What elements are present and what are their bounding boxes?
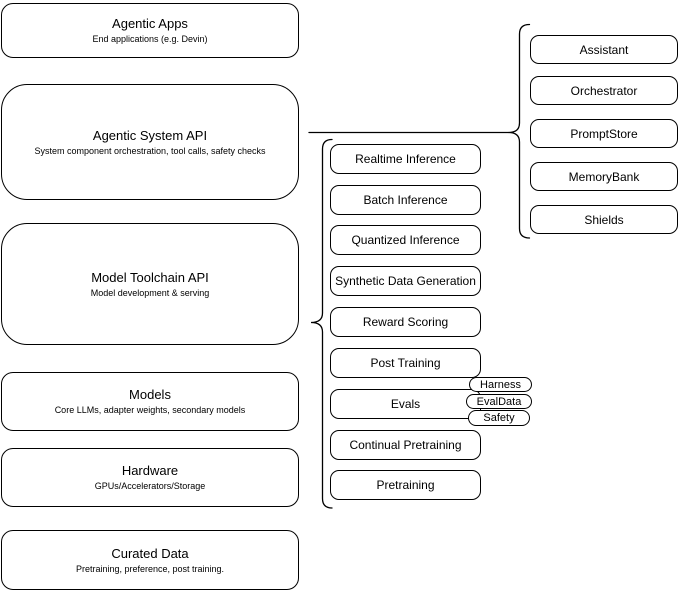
node-label: Quantized Inference	[351, 233, 460, 247]
node-reward-scoring: Reward Scoring	[330, 307, 481, 337]
node-label: Orchestrator	[570, 83, 638, 98]
node-batch-inference: Batch Inference	[330, 185, 481, 215]
node-label: PromptStore	[570, 126, 638, 141]
node-hardware: Hardware GPUs/Accelerators/Storage	[1, 448, 299, 507]
node-curated-data: Curated Data Pretraining, preference, po…	[1, 530, 299, 590]
node-title: Models	[129, 387, 171, 402]
node-title: Hardware	[121, 463, 179, 478]
node-continual-pretraining: Continual Pretraining	[330, 430, 481, 460]
tag-harness: Harness	[469, 377, 532, 392]
node-title: Curated Data	[111, 545, 189, 561]
node-label: Shields	[584, 212, 624, 227]
node-quantized-inference: Quantized Inference	[330, 225, 481, 255]
tag-label: Harness	[480, 378, 521, 391]
node-title: Agentic System API	[92, 127, 208, 143]
node-promptstore: PromptStore	[530, 119, 678, 148]
node-subtitle: GPUs/Accelerators/Storage	[94, 481, 206, 491]
tag-label: EvalData	[476, 395, 522, 408]
node-synthetic-data-generation: Synthetic Data Generation	[330, 266, 481, 296]
node-subtitle: Core LLMs, adapter weights, secondary mo…	[54, 405, 246, 415]
node-label: Evals	[390, 397, 421, 411]
node-subtitle: Pretraining, preference, post training.	[75, 563, 225, 574]
node-label: Synthetic Data Generation	[335, 274, 476, 288]
node-label: Realtime Inference	[355, 152, 456, 166]
node-evals: Evals	[330, 389, 481, 419]
node-subtitle: End applications (e.g. Devin)	[92, 34, 208, 44]
node-assistant: Assistant	[530, 35, 678, 64]
node-post-training: Post Training	[330, 348, 481, 378]
node-label: Continual Pretraining	[349, 438, 462, 452]
node-agentic-apps: Agentic Apps End applications (e.g. Devi…	[1, 3, 299, 58]
tag-safety: Safety	[468, 410, 530, 426]
node-label: Pretraining	[376, 478, 435, 492]
node-label: Batch Inference	[363, 193, 448, 207]
node-pretraining: Pretraining	[330, 470, 481, 500]
node-agentic-system-api: Agentic System API System component orch…	[1, 84, 299, 200]
node-label: MemoryBank	[568, 169, 640, 184]
tag-label: Safety	[483, 412, 515, 424]
node-shields: Shields	[530, 205, 678, 234]
node-label: Reward Scoring	[362, 315, 449, 329]
node-memorybank: MemoryBank	[530, 162, 678, 191]
node-label: Assistant	[579, 42, 629, 57]
node-title: Agentic Apps	[112, 16, 188, 31]
node-realtime-inference: Realtime Inference	[330, 144, 481, 174]
node-label: Post Training	[370, 356, 441, 370]
node-subtitle: Model development & serving	[90, 287, 210, 298]
components-group-bracket	[508, 23, 531, 239]
node-models: Models Core LLMs, adapter weights, secon…	[1, 372, 299, 431]
toolchain-group-bracket	[310, 138, 333, 509]
node-subtitle: System component orchestration, tool cal…	[34, 145, 266, 156]
tag-evaldata: EvalData	[466, 394, 532, 409]
node-orchestrator: Orchestrator	[530, 76, 678, 105]
node-model-toolchain-api: Model Toolchain API Model development & …	[1, 223, 299, 345]
node-title: Model Toolchain API	[91, 269, 209, 285]
